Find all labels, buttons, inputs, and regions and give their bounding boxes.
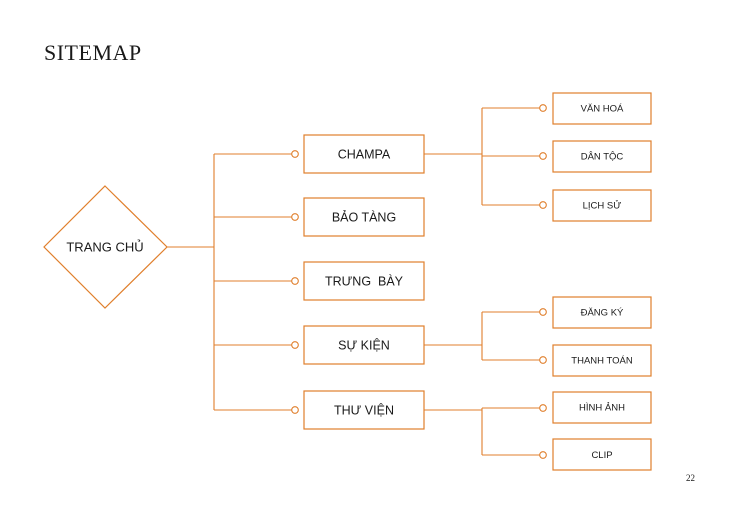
section-box (303, 197, 425, 237)
connector-dot (539, 404, 547, 412)
section-node-trung-bay: TRƯNG BÀY (214, 261, 425, 301)
sub-label: DÂN TỘC (581, 152, 624, 163)
section-label: BẢO TÀNG (332, 210, 396, 225)
section-box (303, 390, 425, 430)
sub-label: ĐĂNG KÝ (581, 308, 624, 319)
sub-box (552, 296, 652, 329)
section-label: THƯ VIỆN (334, 403, 394, 418)
connector-dot (539, 152, 547, 160)
sub-box (552, 140, 652, 173)
page-number: 22 (686, 473, 695, 483)
page-title: SITEMAP (44, 40, 142, 65)
su-kien-branch: ĐĂNG KÝ THANH TOÁN (424, 296, 652, 377)
connector-dot (539, 201, 547, 209)
root-diamond (43, 185, 168, 309)
champa-branch: VĂN HOÁ DÂN TỘC LỊCH SỬ (424, 92, 652, 222)
sub-label: HÌNH ẢNH (579, 402, 625, 414)
connector-dot (291, 277, 299, 285)
section-label: SỰ KIỆN (338, 338, 390, 353)
sub-label: THANH TOÁN (571, 356, 633, 367)
root-label: TRANG CHỦ (66, 240, 143, 255)
section-label: TRƯNG BÀY (325, 274, 404, 289)
root-connectors (167, 154, 215, 410)
sub-box (552, 92, 652, 125)
section-box (303, 261, 425, 301)
connector-dot (539, 356, 547, 364)
sub-label: LỊCH SỬ (583, 200, 622, 212)
sub-label: CLIP (591, 450, 612, 461)
sub-box (552, 438, 652, 471)
section-label: CHAMPA (338, 148, 391, 162)
thu-vien-branch: HÌNH ẢNH CLIP (424, 391, 652, 471)
sub-label: VĂN HOÁ (581, 104, 624, 115)
connector-dot (291, 341, 299, 349)
sub-box (552, 344, 652, 377)
section-node-su-kien: SỰ KIỆN (214, 325, 425, 365)
root-node: TRANG CHỦ (43, 185, 168, 309)
connector-dot (539, 308, 547, 316)
connector-dot (539, 104, 547, 112)
connector-dot (539, 451, 547, 459)
section-box (303, 325, 425, 365)
section-node-thu-vien: THƯ VIỆN (214, 390, 425, 430)
connector-dot (291, 213, 299, 221)
sub-box (552, 189, 652, 222)
section-node-bao-tang: BẢO TÀNG (214, 197, 425, 237)
section-box (303, 134, 425, 174)
sub-box (552, 391, 652, 424)
connector-dot (291, 406, 299, 414)
connector-dot (291, 150, 299, 158)
section-node-champa: CHAMPA (214, 134, 425, 174)
